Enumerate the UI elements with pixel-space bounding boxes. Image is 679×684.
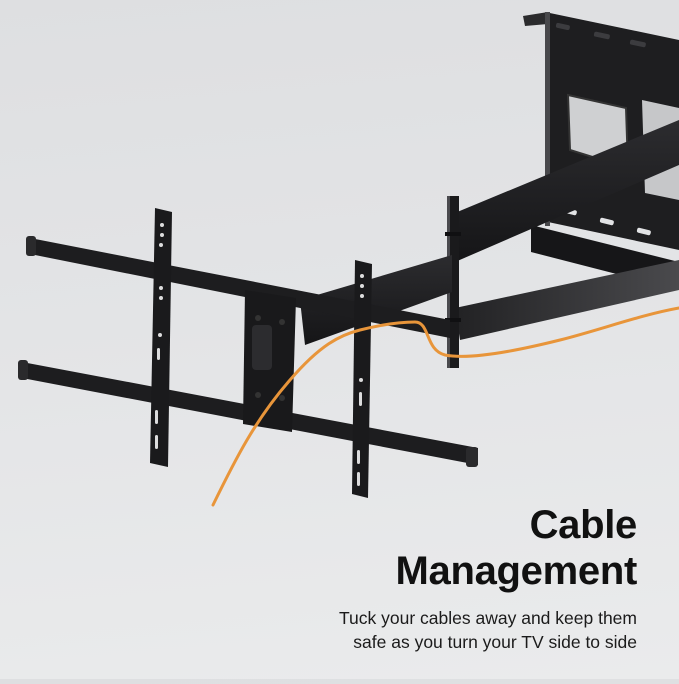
feature-caption: Cable Management Tuck your cables away a… [339, 502, 637, 654]
feature-title-line2: Management [395, 549, 638, 593]
vertical-bracket-left [150, 208, 172, 467]
vertical-bracket-right [352, 260, 372, 498]
lower-arm [455, 260, 679, 340]
feature-description-line1: Tuck your cables away and keep them [339, 608, 637, 628]
feature-title: Cable Management [339, 502, 638, 594]
feature-description-line2: safe as you turn your TV side to side [353, 632, 637, 652]
tilt-head [243, 290, 296, 432]
upper-arm [450, 120, 679, 262]
feature-description: Tuck your cables away and keep them safe… [339, 606, 637, 654]
forearm [300, 255, 452, 345]
cable [211, 306, 679, 507]
feature-title-line1: Cable [529, 503, 638, 547]
